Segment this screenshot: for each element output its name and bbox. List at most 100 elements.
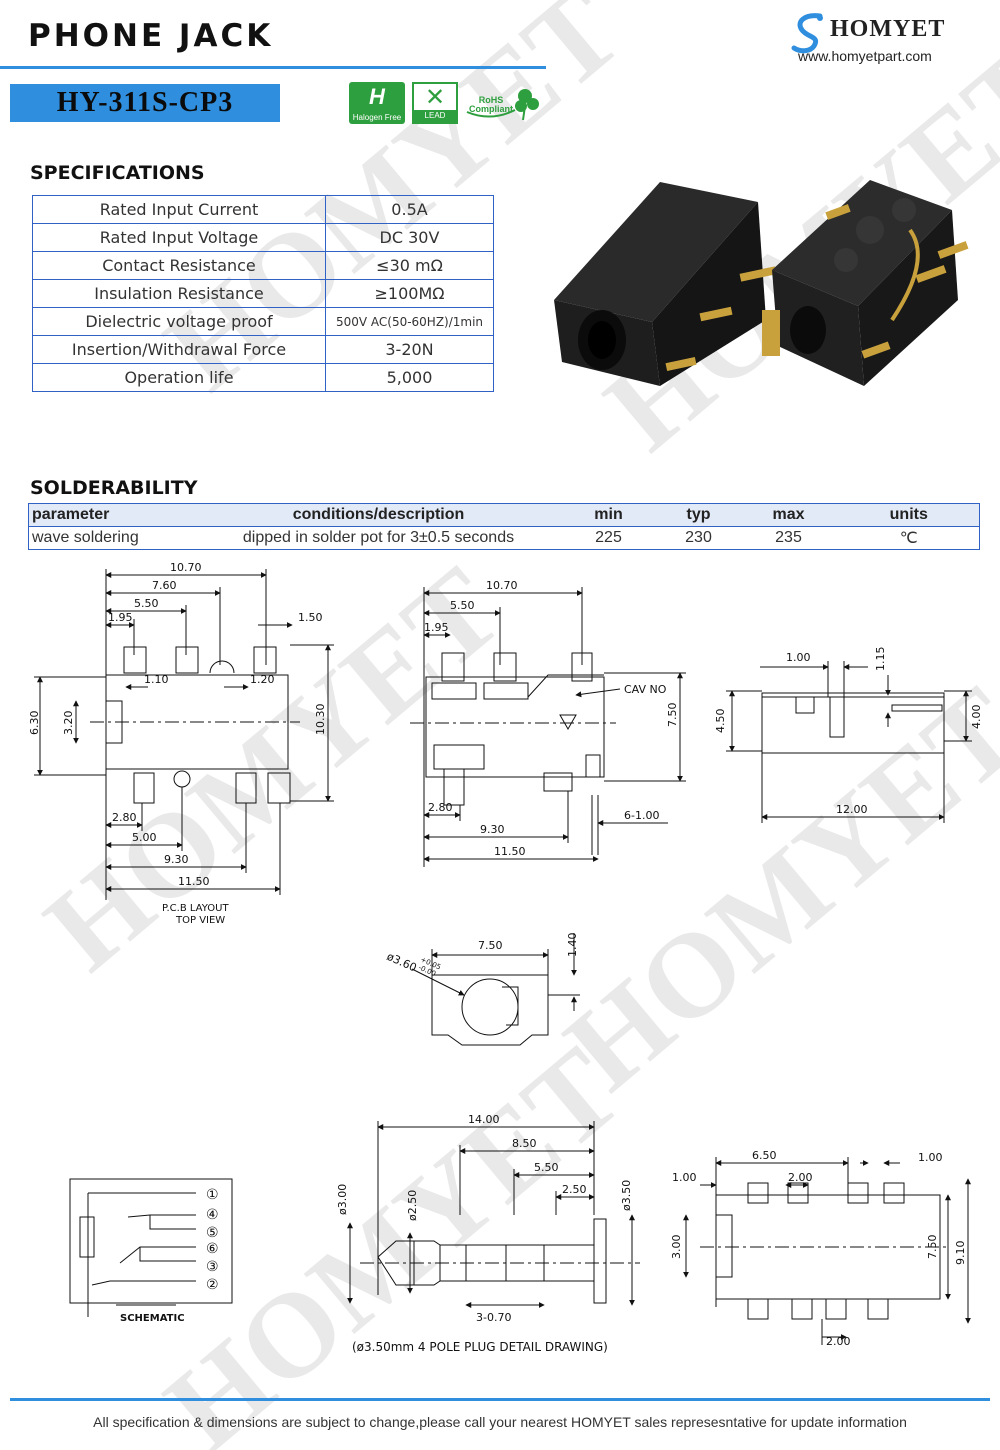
footer-disclaimer: All specification & dimensions are subje… [93, 1414, 907, 1430]
spec-value: 0.5A [325, 195, 494, 224]
dimension-label: 7.50 [478, 939, 503, 952]
solder-units: ℃ [899, 530, 918, 547]
solderability-heading: SOLDERABILITY [30, 477, 198, 499]
dimension-label: 12.00 [836, 803, 868, 816]
dimension-label: 1.95 [108, 611, 133, 624]
page-title: PHONE JACK [28, 18, 274, 54]
spec-name: Rated Input Current [32, 195, 326, 224]
lead-free-icon: ✕ [424, 84, 446, 111]
top-view [410, 587, 686, 867]
column-header: max [738, 503, 839, 527]
dimension-label: 5.50 [534, 1161, 559, 1174]
dimension-label: 9.30 [480, 823, 505, 836]
pcb-caption: P.C.B LAYOUT [162, 903, 229, 914]
dimension-label: 1.00 [672, 1171, 697, 1184]
dimension-label: 5.00 [132, 831, 157, 844]
dimension-label: 1.20 [250, 673, 275, 686]
dimension-label: 7.60 [152, 579, 177, 592]
dimension-label: 3.20 [62, 711, 75, 736]
spec-name: Rated Input Voltage [32, 223, 326, 252]
dimension-label: 4.00 [970, 705, 983, 730]
dimension-label: 10.70 [486, 579, 518, 592]
dimension-label: ø3.00 [336, 1184, 349, 1215]
model-number: HY-311S-CP3 [10, 84, 280, 122]
spec-name: Dielectric voltage proof [32, 307, 326, 336]
jack-front-view [554, 182, 777, 386]
dimension-label: 1.15 [874, 647, 887, 672]
column-header: typ [658, 503, 739, 527]
dimension-label: 1.10 [144, 673, 169, 686]
halogen-free-icon: H [369, 84, 385, 109]
dimension-label: 2.00 [826, 1335, 851, 1348]
dimension-label: 4.50 [714, 709, 727, 734]
dimension-label: 1.40 [566, 933, 579, 958]
footer-rule [10, 1398, 990, 1401]
technical-drawing: 10.70 7.60 5.50 1.95 1.50 1.10 1.20 6.30… [28, 561, 983, 1354]
rohs-badge: RoHS Compliant [465, 82, 539, 124]
spec-value: 500V AC(50-60HZ)/1min [325, 307, 494, 336]
pcb-layout-view [34, 569, 334, 900]
spec-name: Insulation Resistance [32, 279, 326, 308]
dimension-label: ø2.50 [406, 1190, 419, 1221]
dimension-label: 7.50 [926, 1235, 939, 1260]
dimension-label: 1.00 [918, 1151, 943, 1164]
dimension-label: 3.00 [670, 1235, 683, 1260]
product-photo [554, 180, 969, 386]
dimension-label: 9.10 [954, 1241, 967, 1266]
dimension-label: 7.50 [666, 703, 679, 728]
dimension-labels: 10.70 7.60 5.50 1.95 1.50 1.10 1.20 6.30… [28, 561, 983, 1354]
brand-logo: HOMYET www.homyetpart.com [784, 10, 984, 70]
dimension-label: 14.00 [468, 1113, 500, 1126]
halogen-free-label: Halogen Free [352, 113, 402, 122]
spec-value: 3-20N [325, 335, 494, 364]
plug-drawing [347, 1121, 640, 1308]
rohs-line-1: RoHS [478, 95, 504, 105]
spec-value: ≥100MΩ [325, 279, 494, 308]
pcb-caption: TOP VIEW [175, 915, 225, 926]
schematic-view [69, 1178, 233, 1317]
brand-name: HOMYET [830, 16, 946, 42]
schematic-pin: ① [206, 1187, 219, 1203]
front-view [411, 933, 580, 1046]
lead-free-badge: ✕ LEAD FREE [412, 82, 458, 132]
dimension-label: 2.00 [788, 1171, 813, 1184]
header-rule [0, 66, 546, 69]
dimension-label: 2.80 [428, 801, 453, 814]
column-header: parameter [28, 503, 199, 527]
column-header: min [558, 503, 659, 527]
column-header: units [838, 503, 980, 527]
schematic-pin: ② [206, 1277, 219, 1293]
table-row: Insulation Resistance≥100MΩ [32, 279, 494, 308]
lead-free-label: LEAD FREE [414, 110, 456, 132]
solder-conditions: dipped in solder pot for 3±0.5 seconds [242, 529, 515, 546]
rohs-label: RoHS Compliant [469, 96, 513, 114]
dimension-label: 1.00 [786, 651, 811, 664]
schematic-pin: ⑤ [206, 1225, 219, 1241]
dimension-label: 1.50 [298, 611, 323, 624]
column-header: conditions/description [198, 503, 559, 527]
spec-value: ≤30 mΩ [325, 251, 494, 280]
halogen-free-badge: H Halogen Free [349, 82, 405, 124]
dimension-label: 2.80 [112, 811, 137, 824]
dimension-label: ø3.60 [385, 950, 419, 975]
dimension-label: 3-0.70 [476, 1311, 511, 1324]
spec-value: DC 30V [325, 223, 494, 252]
dimension-label: 11.50 [178, 875, 210, 888]
brand-website: www.homyetpart.com [798, 48, 932, 64]
spec-value: 5,000 [325, 363, 494, 392]
plug-caption: (ø3.50mm 4 POLE PLUG DETAIL DRAWING) [352, 1340, 608, 1354]
table-header-row: parameter conditions/description min typ… [28, 503, 980, 527]
dimension-label: 10.70 [170, 561, 202, 574]
dimension-label: 10.30 [314, 704, 327, 736]
dimension-label: ø3.50 [620, 1180, 633, 1211]
dimension-label: CAV NO [624, 683, 667, 696]
dimension-label: 6.30 [28, 711, 41, 736]
schematic-pin: ⑥ [206, 1241, 219, 1257]
specifications-heading: SPECIFICATIONS [30, 162, 205, 184]
dimension-label: 11.50 [494, 845, 526, 858]
spec-name: Contact Resistance [32, 251, 326, 280]
